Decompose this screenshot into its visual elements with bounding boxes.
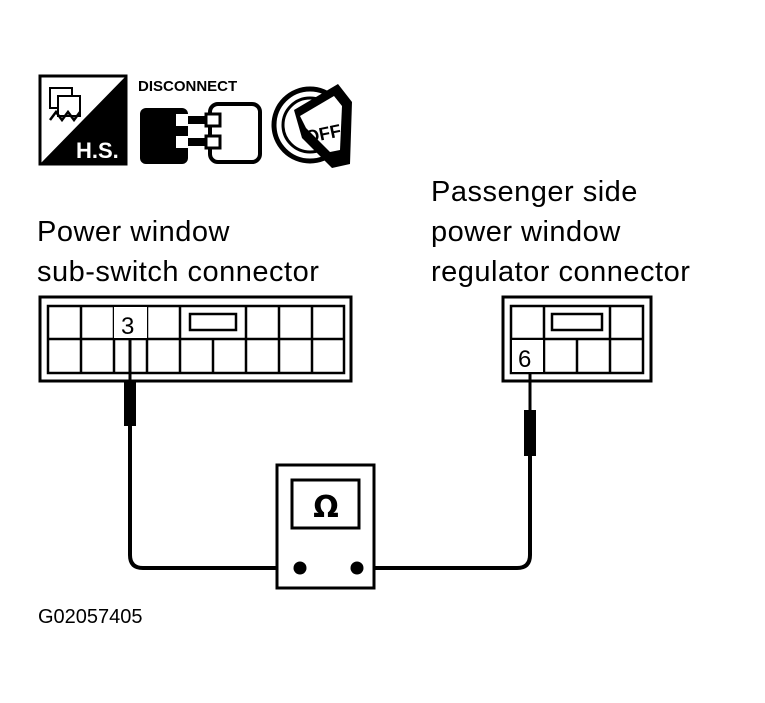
right-probe — [524, 410, 536, 456]
ohmmeter-icon: Ω — [275, 463, 376, 590]
left-connector-title: Power window sub-switch connector — [37, 212, 319, 292]
disconnect-connector-icon: DISCONNECT — [138, 78, 262, 164]
meter-terminal-right — [350, 561, 364, 575]
left-probe — [124, 382, 136, 426]
probe-leads — [124, 340, 536, 570]
harness-side-icon: H.S. — [38, 74, 128, 166]
right-connector-title-line1: Passenger side — [431, 176, 638, 208]
left-connector-title-line1: Power window — [37, 216, 230, 248]
disconnect-label: DISCONNECT — [138, 78, 237, 95]
left-connector: 3 — [38, 295, 353, 383]
figure-id: G02057405 — [38, 606, 143, 628]
right-connector-title-line3: regulator connector — [431, 256, 691, 288]
left-connector-title-line2: sub-switch connector — [37, 256, 320, 288]
right-connector-title: Passenger side power window regulator co… — [431, 172, 690, 292]
harness-sign-text: H.S. — [76, 138, 119, 163]
ohm-symbol: Ω — [313, 490, 339, 525]
right-connector: 6 — [501, 295, 653, 383]
ignition-key-off-icon: OFF — [271, 84, 352, 168]
right-pin-number: 6 — [518, 346, 531, 373]
left-pin-number: 3 — [121, 313, 134, 340]
right-connector-title-line2: power window — [431, 216, 621, 248]
meter-terminal-left — [293, 561, 307, 575]
